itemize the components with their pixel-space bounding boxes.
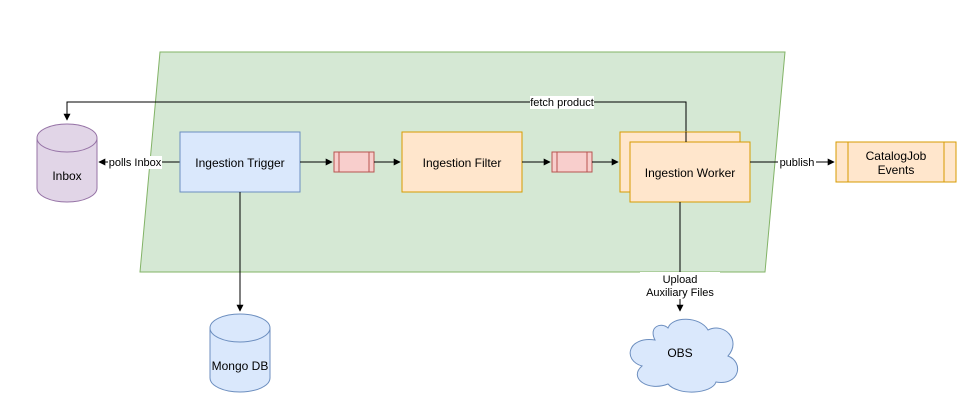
obs-label: OBS [667, 346, 692, 360]
fetch-product-label: fetch product [530, 97, 594, 109]
ingestion-worker-label: Ingestion Worker [645, 166, 736, 180]
message-queue-2 [551, 151, 593, 173]
publish-label: publish [780, 157, 815, 169]
fetch-product-edge [63, 101, 687, 132]
ingestion-worker-node[interactable]: Ingestion Worker [619, 131, 751, 203]
catalogjob-events-topic[interactable]: CatalogJob Events [835, 141, 957, 183]
inbox-database[interactable]: Inbox [36, 123, 98, 203]
ingestion-filter-label: Ingestion Filter [423, 156, 502, 170]
ingestion-trigger-label: Ingestion Trigger [195, 156, 284, 170]
catalogjob-label-line1: CatalogJob [866, 149, 927, 163]
mongo-db-label: Mongo DB [212, 359, 269, 373]
ingestion-filter-node[interactable]: Ingestion Filter [401, 131, 523, 193]
inbox-label: Inbox [52, 169, 81, 183]
ingestion-trigger-node[interactable]: Ingestion Trigger [179, 131, 301, 193]
message-queue-1 [333, 151, 375, 173]
upload-label-line1: Upload [663, 274, 698, 286]
upload-label-line2: Auxiliary Files [646, 287, 714, 299]
obs-cloud-storage[interactable]: OBS [629, 318, 738, 393]
polls-inbox-label: polls Inbox [109, 157, 162, 169]
mongo-db-database[interactable]: Mongo DB [209, 313, 271, 393]
catalogjob-label-line2: Events [878, 163, 915, 177]
